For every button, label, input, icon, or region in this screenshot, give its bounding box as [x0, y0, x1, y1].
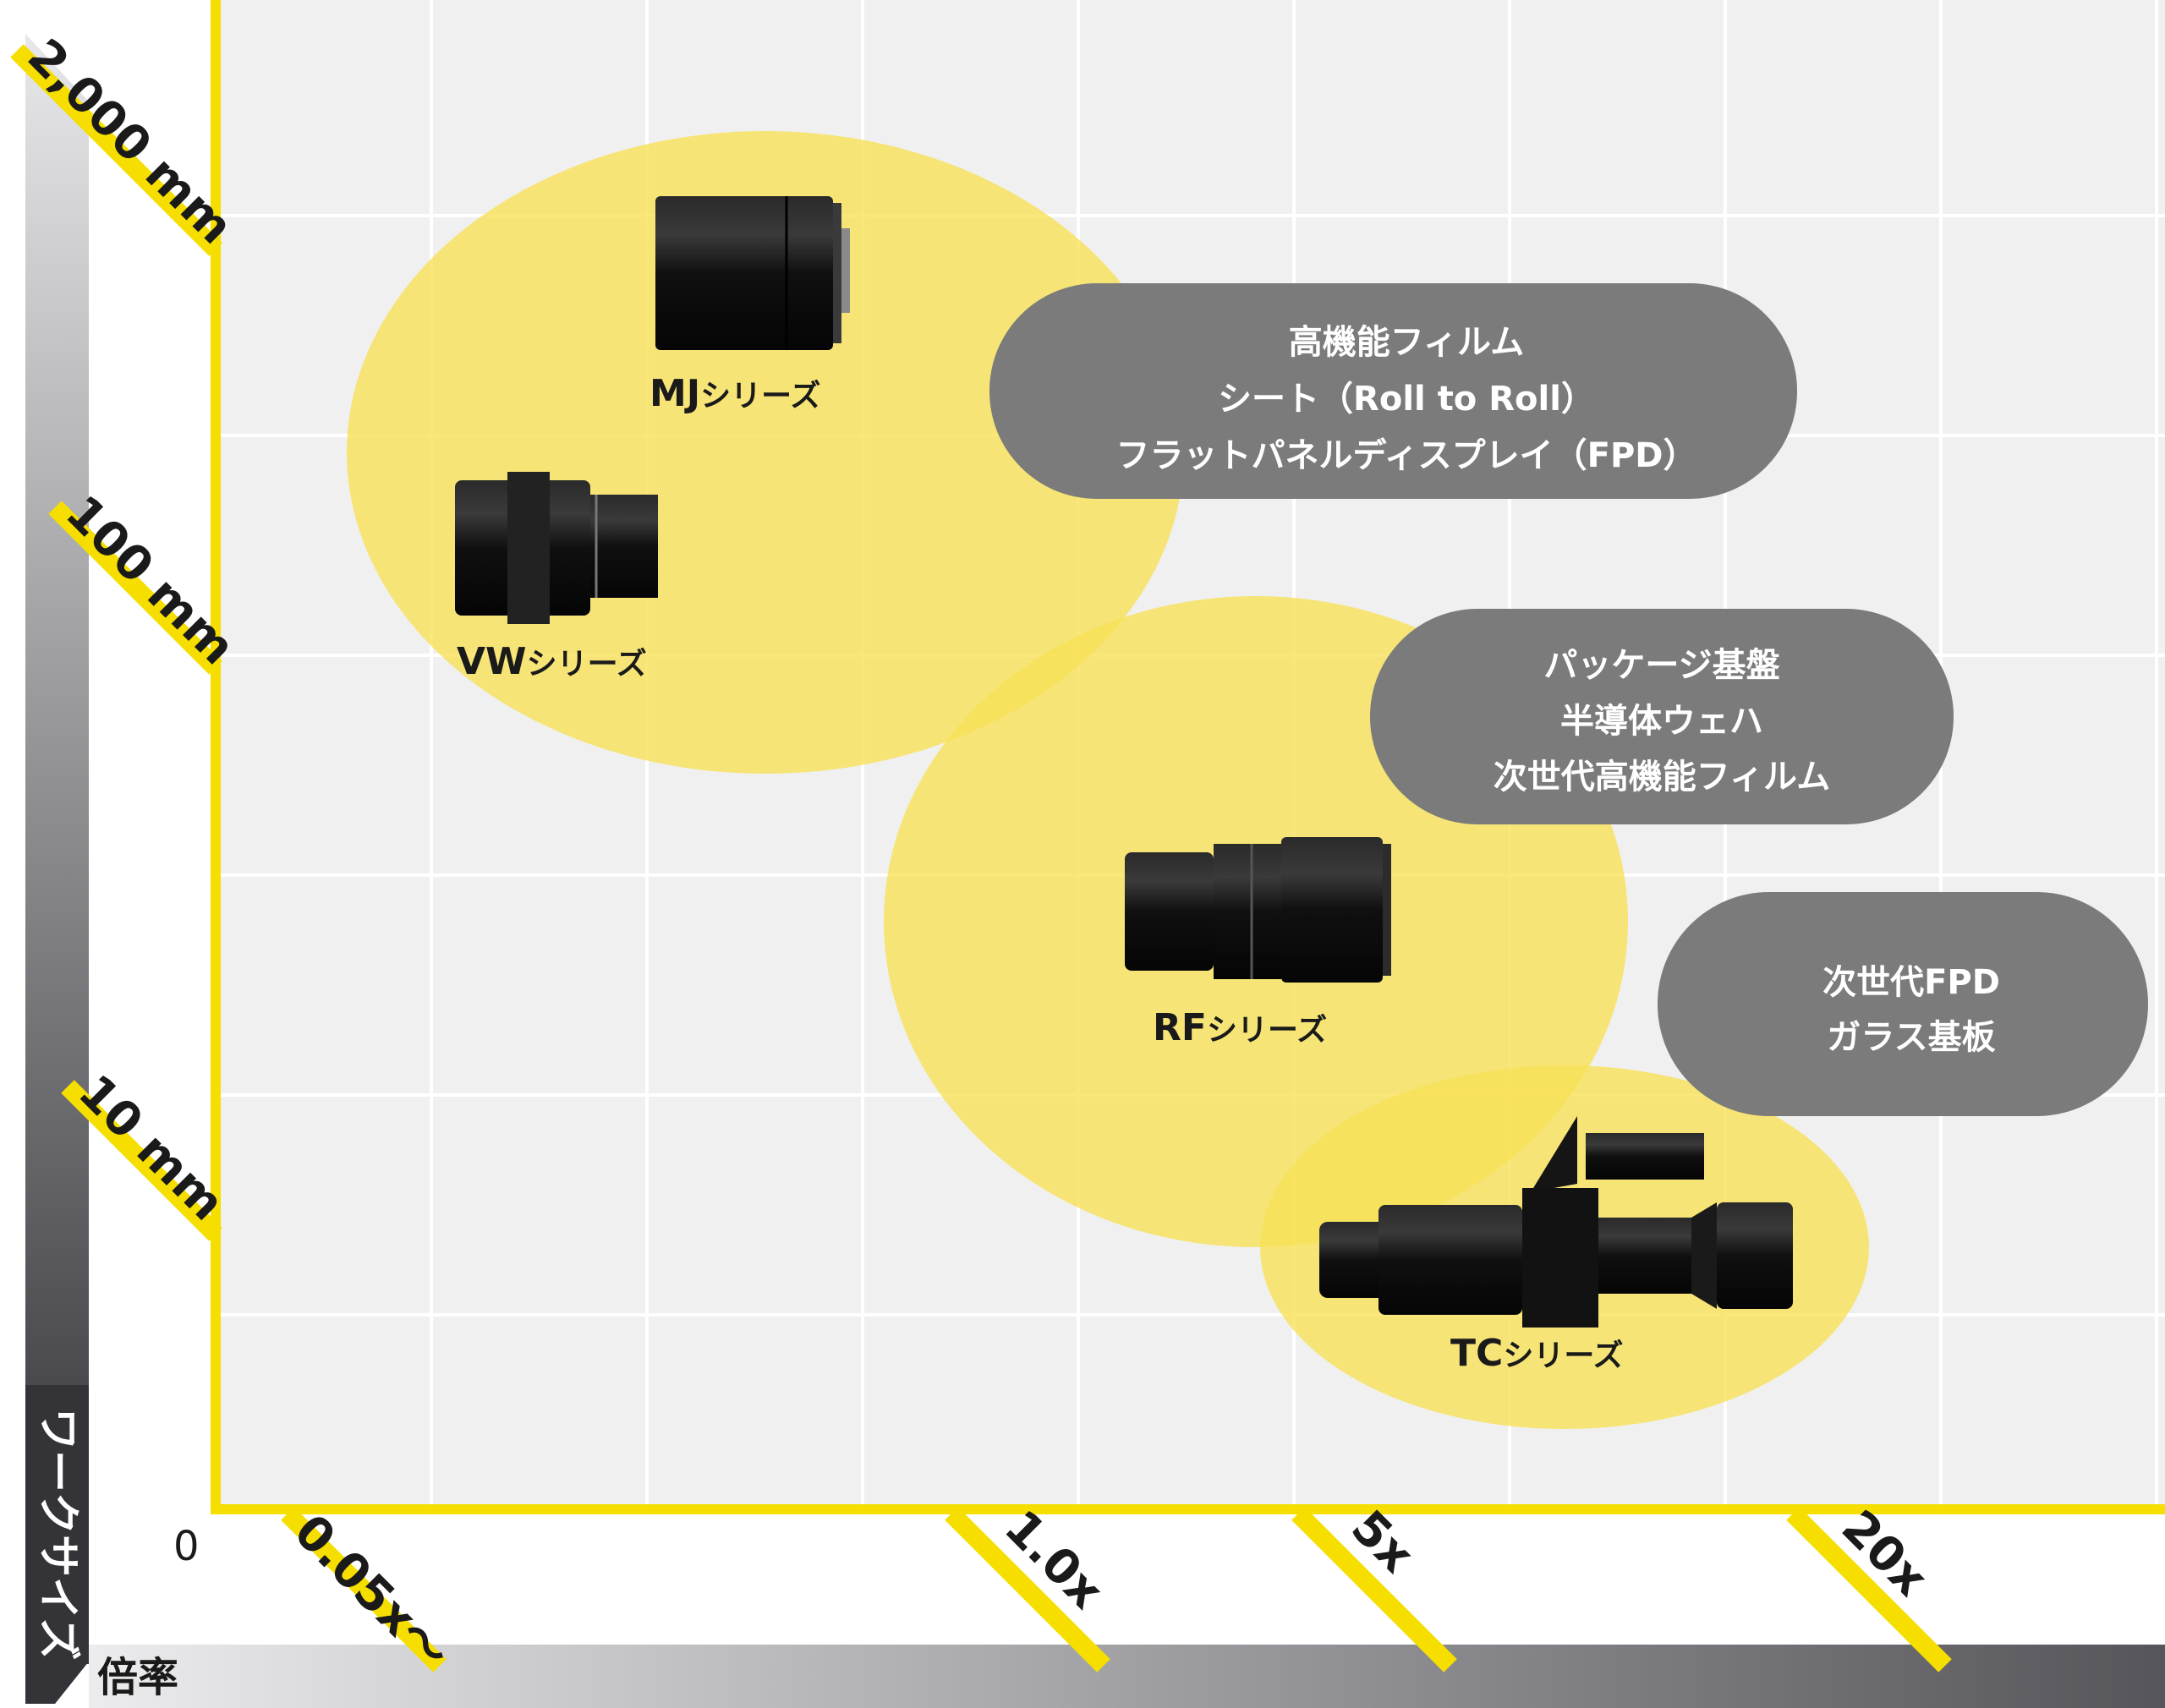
x-tick-label-20x: 20x — [1831, 1500, 1938, 1607]
series-labels: MJシリーズ VWシリーズ RFシリーズ TCシリーズ — [457, 372, 1624, 1375]
series-label-tc: TCシリーズ — [1450, 1332, 1624, 1375]
bubble-3-line-2: ガラス基板 — [1827, 1018, 1995, 1057]
bubble-2-line-1: パッケージ基盤 — [1543, 646, 1779, 685]
bubble-1-line-3: フラットパネルディスプレイ（FPD） — [1115, 436, 1696, 475]
y-tick-label-10mm: 10 mm — [68, 1065, 234, 1231]
lens-icon — [455, 196, 1793, 1328]
y-axis-title: ワークサイズ — [34, 1408, 83, 1661]
application-bubbles — [989, 283, 2148, 1116]
bubble-2-line-3: 次世代高機能フィルム — [1494, 758, 1830, 797]
bubble-application-1 — [989, 283, 1797, 499]
bubble-3-line-1: 次世代FPD — [1822, 963, 2000, 1002]
y-axis-band — [25, 34, 89, 1704]
bubble-application-3 — [1658, 892, 2148, 1116]
x-axis-ticks — [281, 1507, 1952, 1672]
x-tick-label-1-0x: 1.0x — [994, 1500, 1114, 1620]
bubble-1-line-2: シート（Roll to Roll） — [1218, 380, 1595, 419]
y-axis-ticks — [10, 44, 222, 1241]
bubble-2-line-2: 半導体ウェハ — [1560, 702, 1763, 741]
lens-mj — [655, 196, 850, 350]
bubble-1-line-1: 高機能フィルム — [1289, 323, 1524, 362]
series-label-mj: MJシリーズ — [650, 372, 820, 415]
lens-vw — [455, 472, 658, 624]
x-origin-label: 0 — [173, 1523, 200, 1570]
x-axis-title: 倍率 — [97, 1654, 178, 1701]
lens-rf — [1125, 837, 1391, 983]
series-label-rf: RFシリーズ — [1153, 1006, 1327, 1049]
axis-frame — [211, 0, 2165, 1514]
series-label-vw: VWシリーズ — [457, 640, 647, 683]
bubble-application-2 — [1370, 609, 1954, 824]
lens-tc — [1319, 1116, 1793, 1328]
bubble-texts: 高機能フィルム シート（Roll to Roll） フラットパネルディスプレイ（… — [1115, 323, 1999, 1057]
